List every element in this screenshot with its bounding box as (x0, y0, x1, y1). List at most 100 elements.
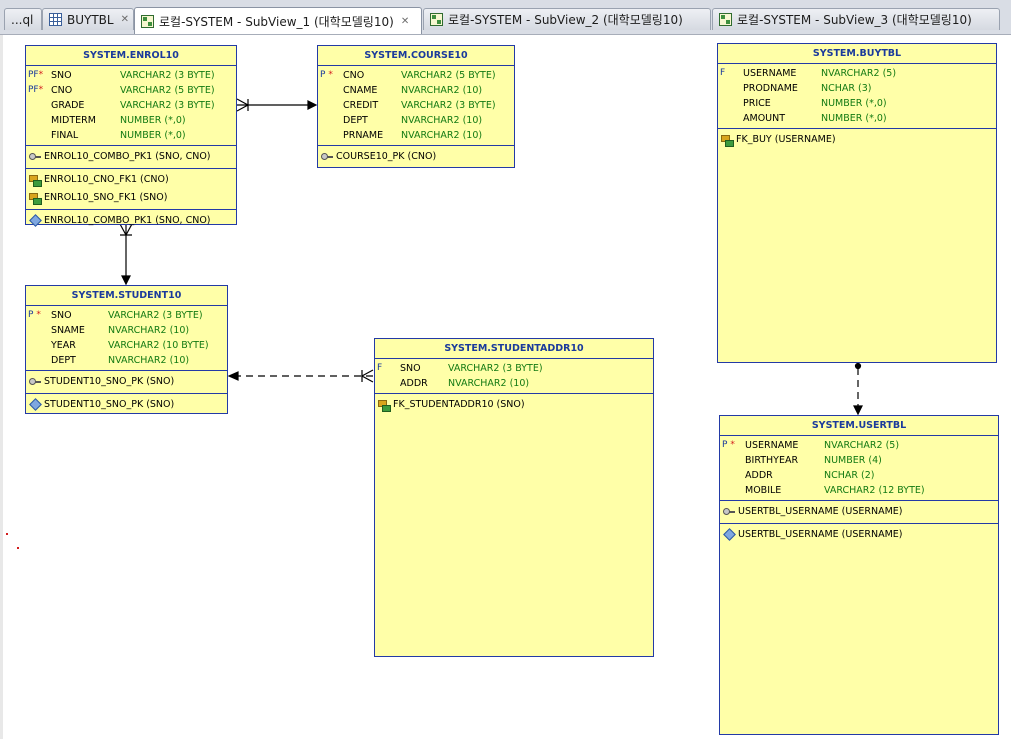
column-row[interactable]: P * SNO VARCHAR2 (3 BYTE) (26, 308, 227, 323)
table-title: SYSTEM.STUDENT10 (26, 286, 227, 306)
column-name: MIDTERM (51, 115, 96, 126)
column-type: NCHAR (2) (824, 470, 875, 481)
column-row[interactable]: F SNO VARCHAR2 (3 BYTE) (375, 361, 653, 376)
foreign-key-section: FK_BUY (USERNAME) (718, 129, 996, 151)
columns-section: F SNO VARCHAR2 (3 BYTE) ADDR NVARCHAR2 (… (375, 359, 653, 394)
tab-label: 로컬-SYSTEM - SubView_1 (대학모델링10) (159, 14, 394, 29)
column-row[interactable]: ADDR NCHAR (2) (720, 468, 998, 483)
column-name: CREDIT (343, 100, 379, 111)
table-buytbl[interactable]: SYSTEM.BUYTBL F USERNAME NVARCHAR2 (5) P… (717, 43, 997, 363)
column-type: VARCHAR2 (5 BYTE) (401, 70, 496, 81)
canvas-mark (6, 533, 8, 535)
primary-key-section: COURSE10_PK (CNO) (318, 146, 514, 168)
key-icon (321, 152, 333, 161)
column-row[interactable]: PRNAME NVARCHAR2 (10) (318, 128, 514, 143)
primary-key-row[interactable]: ENROL10_COMBO_PK1 (SNO, CNO) (26, 148, 236, 166)
close-icon[interactable]: ✕ (400, 15, 410, 27)
primary-key-row[interactable]: USERTBL_USERNAME (USERNAME) (720, 503, 998, 521)
table-enrol10[interactable]: SYSTEM.ENROL10 PF* SNO VARCHAR2 (3 BYTE)… (25, 45, 237, 227)
table-course10[interactable]: SYSTEM.COURSE10 P * CNO VARCHAR2 (5 BYTE… (317, 45, 515, 168)
primary-key-row[interactable]: STUDENT10_SNO_PK (SNO) (26, 373, 227, 391)
data-model-icon (141, 14, 154, 28)
column-row[interactable]: PF* SNO VARCHAR2 (3 BYTE) (26, 68, 236, 83)
table-grid-icon (49, 13, 62, 26)
column-row[interactable]: AMOUNT NUMBER (*,0) (718, 111, 996, 126)
index-row[interactable]: USERTBL_USERNAME (USERNAME) (720, 526, 998, 544)
column-type: VARCHAR2 (10 BYTE) (108, 340, 209, 351)
column-type: VARCHAR2 (3 BYTE) (108, 310, 203, 321)
column-name: ADDR (745, 470, 773, 481)
tab-sql[interactable]: ...ql (4, 8, 42, 30)
column-name: DEPT (343, 115, 368, 126)
column-type: NVARCHAR2 (10) (448, 378, 530, 389)
index-row[interactable]: ENROL10_COMBO_PK1 (SNO, CNO) (26, 212, 236, 230)
table-title: SYSTEM.USERTBL (720, 416, 998, 436)
column-row[interactable]: MIDTERM NUMBER (*,0) (26, 113, 236, 128)
close-icon[interactable]: ✕ (120, 14, 129, 25)
tab-label: BUYTBL (67, 12, 114, 27)
column-flag: F (720, 68, 726, 78)
column-name: CNO (343, 70, 365, 81)
data-model-icon (719, 13, 732, 26)
column-type: VARCHAR2 (3 BYTE) (120, 100, 215, 111)
columns-section: P * USERNAME NVARCHAR2 (5) BIRTHYEAR NUM… (720, 436, 998, 501)
index-section: USERTBL_USERNAME (USERNAME) (720, 524, 998, 546)
column-row[interactable]: PRICE NUMBER (*,0) (718, 96, 996, 111)
column-row[interactable]: FINAL NUMBER (*,0) (26, 128, 236, 143)
foreign-key-row[interactable]: FK_BUY (USERNAME) (718, 131, 996, 149)
column-type: VARCHAR2 (5 BYTE) (120, 85, 215, 96)
primary-key-section: ENROL10_COMBO_PK1 (SNO, CNO) (26, 146, 236, 169)
key-icon (723, 507, 735, 516)
column-name: CNO (51, 85, 73, 96)
column-row[interactable]: YEAR VARCHAR2 (10 BYTE) (26, 338, 227, 353)
column-name: YEAR (51, 340, 76, 351)
column-type: NUMBER (*,0) (821, 113, 887, 124)
column-row[interactable]: DEPT NVARCHAR2 (10) (318, 113, 514, 128)
primary-key-section: STUDENT10_SNO_PK (SNO) (26, 371, 227, 394)
column-row[interactable]: CREDIT VARCHAR2 (3 BYTE) (318, 98, 514, 113)
column-row[interactable]: P * CNO VARCHAR2 (5 BYTE) (318, 68, 514, 83)
foreign-key-row[interactable]: FK_STUDENTADDR10 (SNO) (375, 396, 653, 414)
foreign-key-name: FK_STUDENTADDR10 (SNO) (393, 399, 525, 410)
table-student10[interactable]: SYSTEM.STUDENT10 P * SNO VARCHAR2 (3 BYT… (25, 285, 228, 414)
columns-section: P * CNO VARCHAR2 (5 BYTE) CNAME NVARCHAR… (318, 66, 514, 146)
column-row[interactable]: P * USERNAME NVARCHAR2 (5) (720, 438, 998, 453)
tab-buytbl[interactable]: BUYTBL ✕ (42, 8, 134, 30)
columns-section: PF* SNO VARCHAR2 (3 BYTE) PF* CNO VARCHA… (26, 66, 236, 146)
column-type: NVARCHAR2 (5) (821, 68, 897, 79)
foreign-key-row[interactable]: ENROL10_SNO_FK1 (SNO) (26, 189, 236, 207)
editor-tab-bar: ...ql BUYTBL ✕ 로컬-SYSTEM - SubView_1 (대학… (0, 0, 1011, 35)
column-row[interactable]: DEPT NVARCHAR2 (10) (26, 353, 227, 368)
index-row[interactable]: STUDENT10_SNO_PK (SNO) (26, 396, 227, 414)
column-flag: P * (320, 70, 333, 80)
foreign-key-row[interactable]: ENROL10_CNO_FK1 (CNO) (26, 171, 236, 189)
column-type: NCHAR (3) (821, 83, 872, 94)
key-icon (29, 152, 41, 161)
column-row[interactable]: PRODNAME NCHAR (3) (718, 81, 996, 96)
foreign-key-icon (29, 175, 42, 187)
column-type: VARCHAR2 (3 BYTE) (120, 70, 215, 81)
column-row[interactable]: BIRTHYEAR NUMBER (4) (720, 453, 998, 468)
column-name: USERNAME (743, 68, 797, 79)
index-section: ENROL10_COMBO_PK1 (SNO, CNO) (26, 210, 236, 232)
column-row[interactable]: CNAME NVARCHAR2 (10) (318, 83, 514, 98)
column-name: PRODNAME (743, 83, 798, 94)
tab-subview-3[interactable]: 로컬-SYSTEM - SubView_3 (대학모델링10) (712, 8, 1000, 30)
foreign-key-name: ENROL10_SNO_FK1 (SNO) (44, 192, 168, 203)
table-studentaddr10[interactable]: SYSTEM.STUDENTADDR10 F SNO VARCHAR2 (3 B… (374, 338, 654, 657)
column-row[interactable]: MOBILE VARCHAR2 (12 BYTE) (720, 483, 998, 498)
canvas-left-gutter (0, 35, 3, 739)
column-type: NVARCHAR2 (10) (401, 130, 483, 141)
tab-subview-1[interactable]: 로컬-SYSTEM - SubView_1 (대학모델링10) ✕ (134, 7, 422, 34)
primary-key-row[interactable]: COURSE10_PK (CNO) (318, 148, 514, 166)
column-row[interactable]: SNAME NVARCHAR2 (10) (26, 323, 227, 338)
column-type: VARCHAR2 (3 BYTE) (401, 100, 496, 111)
column-row[interactable]: F USERNAME NVARCHAR2 (5) (718, 66, 996, 81)
column-name: PRICE (743, 98, 771, 109)
column-type: NVARCHAR2 (5) (824, 440, 900, 451)
column-row[interactable]: ADDR NVARCHAR2 (10) (375, 376, 653, 391)
table-usertbl[interactable]: SYSTEM.USERTBL P * USERNAME NVARCHAR2 (5… (719, 415, 999, 735)
tab-subview-2[interactable]: 로컬-SYSTEM - SubView_2 (대학모델링10) (423, 8, 711, 30)
column-row[interactable]: GRADE VARCHAR2 (3 BYTE) (26, 98, 236, 113)
column-row[interactable]: PF* CNO VARCHAR2 (5 BYTE) (26, 83, 236, 98)
